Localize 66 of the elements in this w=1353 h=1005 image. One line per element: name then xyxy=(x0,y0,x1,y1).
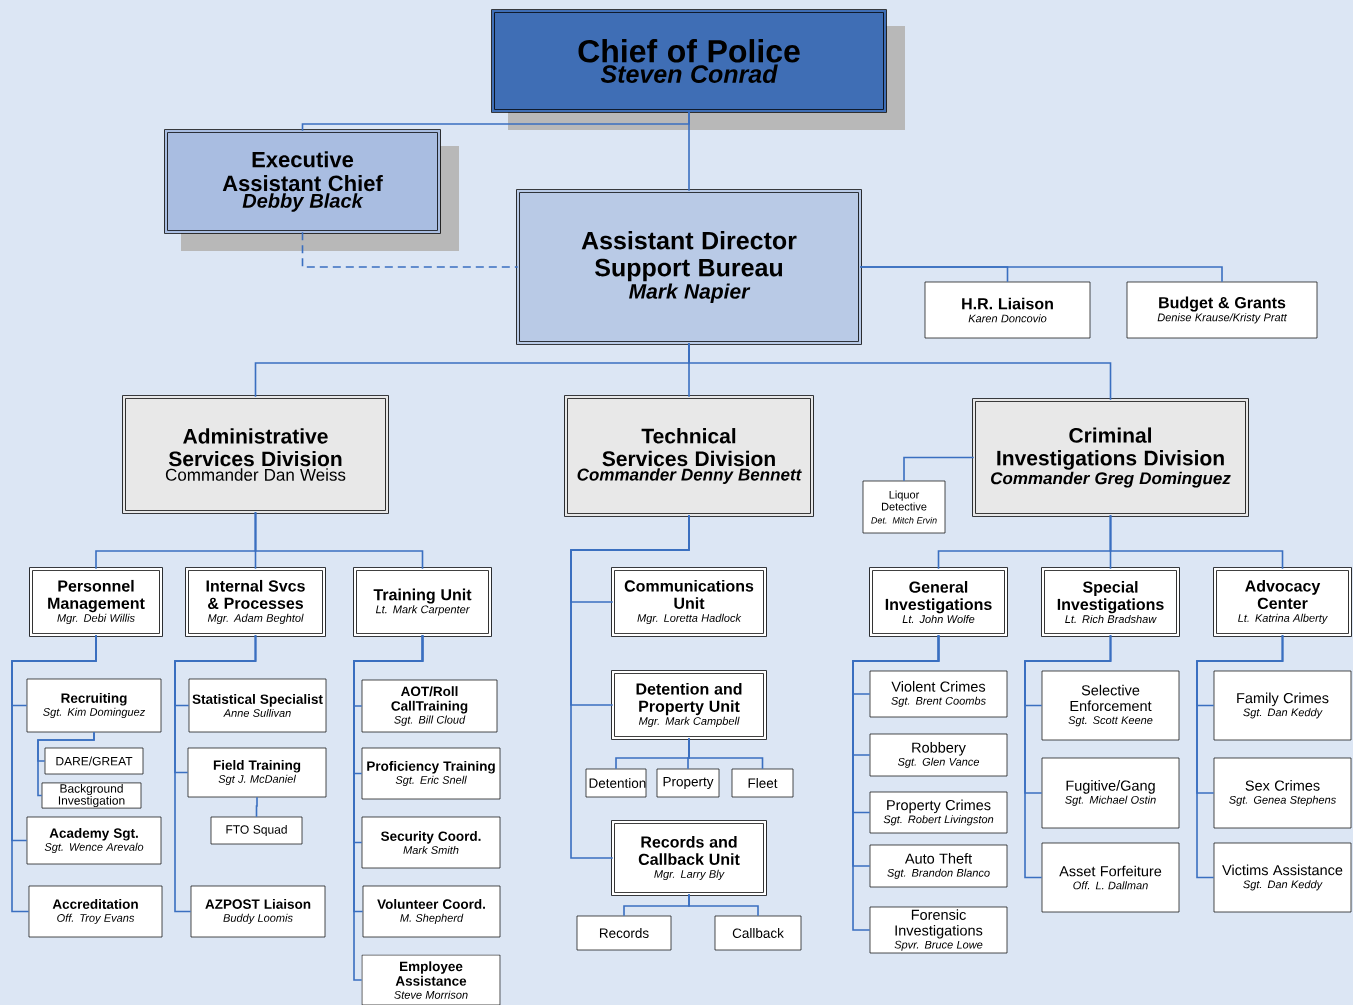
connector-line xyxy=(852,634,940,931)
connector-line xyxy=(11,634,97,913)
position-box: Volunteer Coord. M. Shepherd xyxy=(362,885,501,938)
position-box: Budget & Grants Denise Krause/Kristy Pratt xyxy=(1126,281,1318,339)
position-box: Callback xyxy=(714,915,802,951)
position-box: Chief of Police Steven Conrad xyxy=(491,9,905,130)
position-box: Proficiency Training Sgt. Eric Snell xyxy=(361,747,501,800)
connector-line xyxy=(255,796,258,818)
position-box: Forensic Investigations Spvr. Bruce Lowe xyxy=(869,906,1008,954)
position-box: Property xyxy=(656,768,720,798)
connector-line xyxy=(353,634,424,981)
connector-line xyxy=(688,110,690,192)
position-box: Fugitive/Gang Sgt. Michael Ostin xyxy=(1041,757,1180,829)
position-box: Property Crimes Sgt. Robert Livingston xyxy=(869,791,1008,834)
position-box: Security Coord. Mark Smith xyxy=(361,816,501,869)
connector-line xyxy=(688,342,1112,401)
position-box: Employee Assistance Steve Morrison xyxy=(361,954,501,1005)
position-box: H.R. Liaison Karen Doncovio xyxy=(924,281,1091,339)
connector-line xyxy=(1196,634,1284,879)
position-box: Assistant Director Support Bureau Mark Napier xyxy=(516,189,862,345)
connector-line xyxy=(570,514,690,859)
position-box: Technical Services Division Commander Denny Bennett xyxy=(564,395,814,517)
position-box: Academy Sgt. Sgt. Wence Arevalo xyxy=(26,816,162,865)
position-box: Fleet xyxy=(731,768,794,798)
position-box: Robbery Sgt. Glen Vance xyxy=(869,733,1008,777)
position-box: Detention and Property Unit Mgr. Mark Campbell xyxy=(611,670,767,740)
position-box: Field Training Sgt J. McDaniel xyxy=(187,747,327,798)
position-box: Internal Svcs & Processes Mgr. Adam Beghtol xyxy=(185,567,326,637)
position-box: AZPOST Liaison Buddy Loomis xyxy=(190,885,326,938)
position-box: Asset Forfeiture Off. L. Dallman xyxy=(1041,842,1180,913)
position-box: Training Unit Lt. Mark Carpenter xyxy=(353,567,492,637)
position-box: Accreditation Off. Troy Evans xyxy=(28,885,163,938)
position-box: Victims Assistance Sgt. Dan Keddy xyxy=(1213,842,1352,913)
position-box: AOT/Roll CallTraining Sgt. Bill Cloud xyxy=(361,679,498,733)
connector-line xyxy=(174,634,257,913)
position-box: Records xyxy=(576,915,672,951)
position-box: Special Investigations Lt. Rich Bradshaw xyxy=(1041,567,1180,637)
position-box: Background Investigation xyxy=(41,782,142,809)
connector-line xyxy=(688,893,759,917)
connector-line xyxy=(1109,514,1284,570)
position-box: Criminal Investigations Division Commander Greg Dominguez xyxy=(972,398,1249,517)
position-box: Detention xyxy=(585,768,647,798)
position-box: Personnel Management Mgr. Debi Willis xyxy=(29,567,163,637)
position-box: Communications Unit Mgr. Loretta Hadlock xyxy=(611,567,767,637)
position-box: Recruiting Sgt. Kim Dominguez xyxy=(26,678,162,733)
connector-line xyxy=(859,266,1223,283)
position-box: Executive Assistant Chief Debby Black xyxy=(164,129,459,251)
position-box: Violent Crimes Sgt. Brent Coombs xyxy=(869,670,1008,718)
position-box: Statistical Specialist Anne Sullivan xyxy=(188,678,327,733)
connector-line xyxy=(301,231,519,268)
position-box: FTO Squad xyxy=(210,816,303,845)
connector-line xyxy=(688,737,764,770)
position-box: Sex Crimes Sgt. Genea Stephens xyxy=(1213,757,1352,829)
position-box: Administrative Services Division Commander Dan Weiss xyxy=(122,395,389,514)
position-box: Advocacy Center Lt. Katrina Alberty xyxy=(1213,567,1352,637)
position-box: Records and Callback Unit Mgr. Larry Bly xyxy=(611,820,767,896)
connector-line xyxy=(1024,634,1112,879)
connector-line xyxy=(37,731,95,797)
position-box: Liquor Detective Det. Mitch Ervin xyxy=(862,480,946,534)
connector-line xyxy=(254,511,424,570)
connector-line xyxy=(903,456,975,482)
position-box: Auto Theft Sgt. Brandon Blanco xyxy=(869,844,1008,888)
position-box: Family Crimes Sgt. Dan Keddy xyxy=(1213,670,1352,741)
position-box: General Investigations Lt. John Wolfe xyxy=(869,567,1008,637)
position-box: Selective Enforcement Sgt. Scott Keene xyxy=(1041,670,1180,741)
position-box: DARE/GREAT xyxy=(44,747,144,775)
